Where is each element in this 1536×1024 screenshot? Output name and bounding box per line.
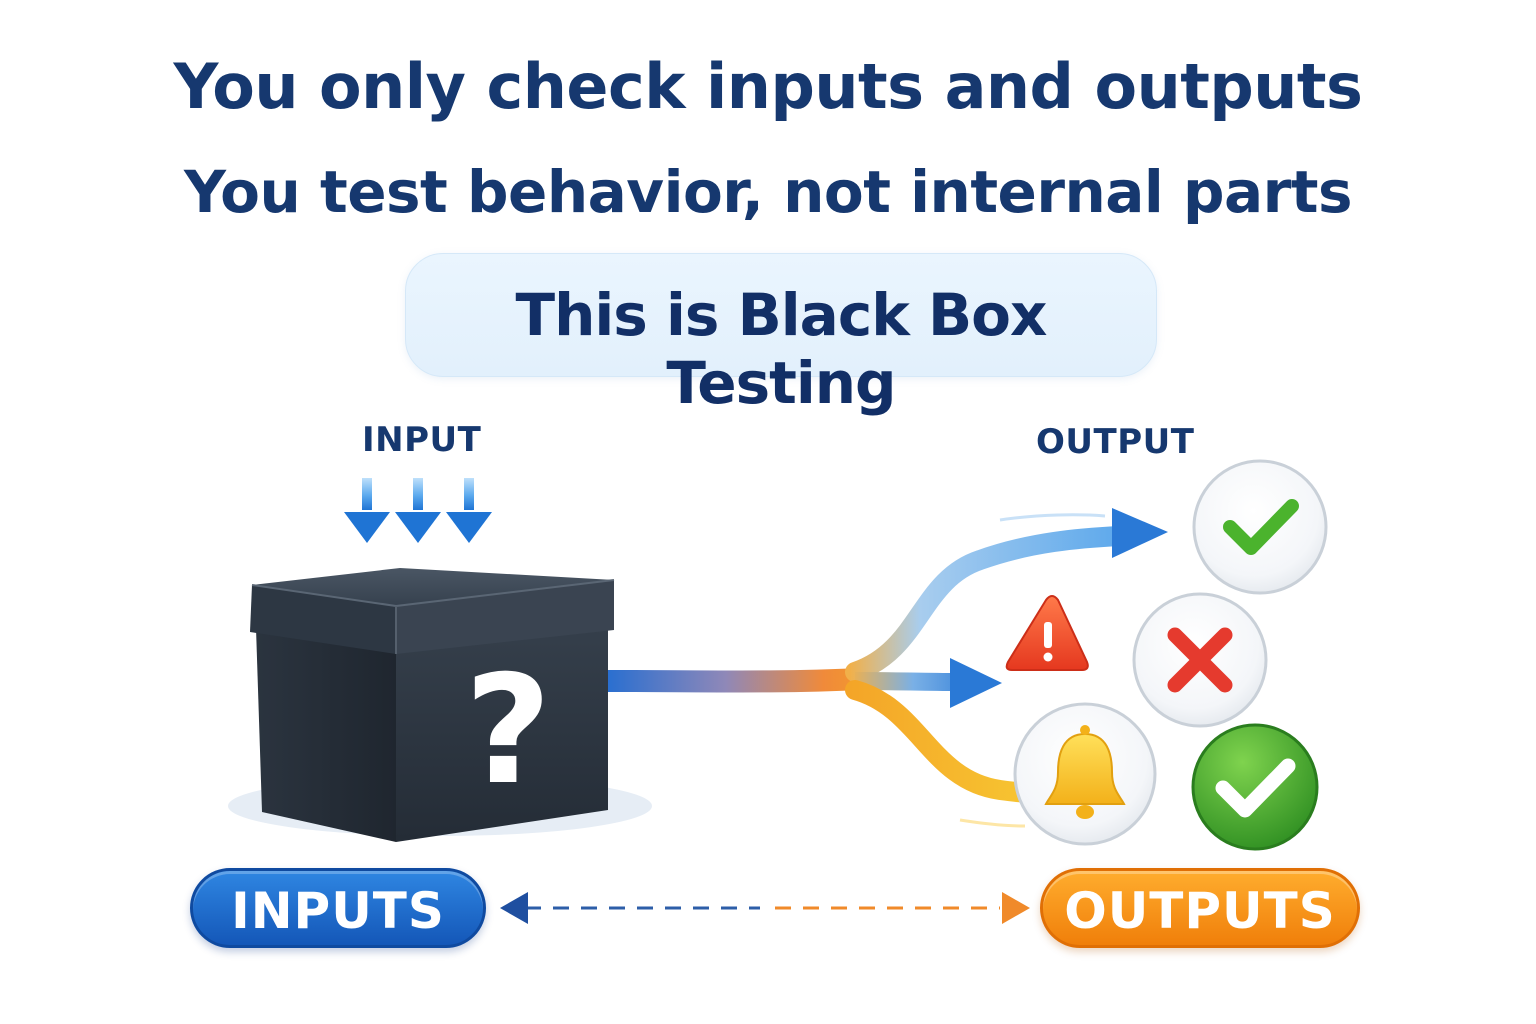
inputs-pill: INPUTS	[190, 868, 486, 948]
x-icon	[1134, 594, 1266, 726]
outputs-pill: OUTPUTS	[1040, 868, 1360, 948]
inputs-outputs-connector	[500, 892, 1030, 924]
question-mark-icon: ?	[464, 644, 551, 818]
check-badge-icon	[1193, 725, 1317, 849]
check-icon	[1194, 461, 1326, 593]
input-arrows	[344, 478, 492, 543]
arrow-down-icon	[395, 478, 441, 543]
arrow-down-icon	[446, 478, 492, 543]
warning-triangle-icon	[1007, 596, 1088, 670]
arrow-down-icon	[344, 478, 390, 543]
bell-icon	[1015, 704, 1155, 844]
black-box: ?	[228, 568, 652, 842]
